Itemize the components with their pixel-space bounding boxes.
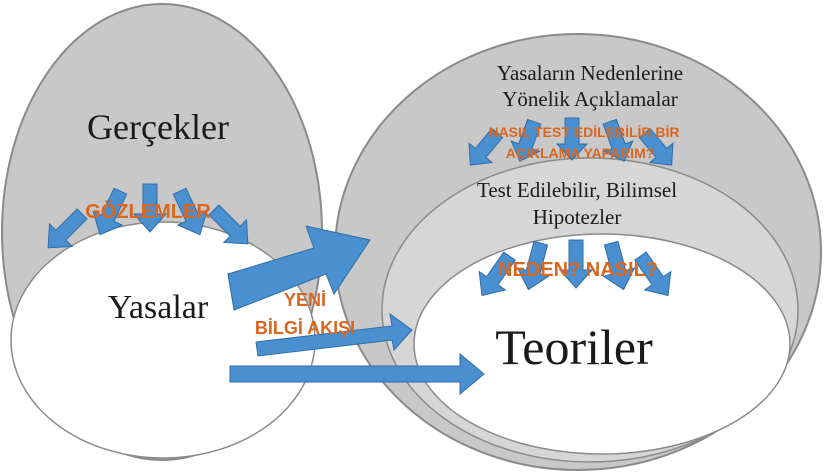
observations-label: GÖZLEMLER: [85, 200, 211, 223]
arrow-down-icon: [92, 187, 128, 236]
explanations-line2: Yönelik Açıklamalar: [502, 87, 678, 111]
arrow-right-icon: [229, 352, 485, 396]
why-how-arrows: [478, 239, 672, 297]
flow-label-line1: YENİ: [284, 290, 326, 310]
hypotheses-line2: Hipotezler: [533, 205, 622, 229]
arrow-down-icon: [602, 240, 636, 291]
arrow-down-icon: [478, 251, 516, 297]
arrow-down-icon: [510, 118, 542, 162]
arrow-down-icon: [638, 127, 674, 166]
hypotheses-line1: Test Edilebilir, Bilimsel: [477, 178, 677, 202]
laws-title: Yasalar: [108, 289, 209, 326]
theories-ellipse: [413, 233, 791, 455]
flow-label-line2: BİLGİ AKIŞI: [255, 318, 355, 338]
explanations-line1: Yasaların Nedenlerine: [497, 61, 683, 85]
arrow-down-icon: [555, 117, 589, 161]
arrow-right-icon: [227, 225, 371, 311]
knowledge-flow-arrows: [227, 225, 485, 396]
arrow-down-icon: [468, 127, 504, 166]
arrow-down-icon: [172, 187, 208, 236]
theories-title: Teoriler: [495, 319, 653, 375]
observation-arrows: [47, 183, 249, 249]
arrow-down-icon: [132, 183, 168, 233]
arrow-down-icon: [602, 118, 634, 162]
question-line1: NASIL TEST EDİLEBİLİR BİR: [488, 124, 679, 140]
arrow-right-icon: [255, 312, 413, 357]
facts-title: Gerçekler: [87, 107, 229, 147]
arrow-down-icon: [634, 251, 672, 297]
question-line2: AÇIKLAMA YAPARIM?: [506, 145, 655, 161]
arrow-down-icon: [516, 240, 550, 291]
arrow-down-icon: [558, 239, 594, 289]
arrow-down-icon: [208, 204, 249, 245]
arrow-down-icon: [47, 208, 88, 249]
why-how-label: NEDEN? NASIL?: [498, 259, 658, 281]
question-arrows: [468, 117, 674, 166]
